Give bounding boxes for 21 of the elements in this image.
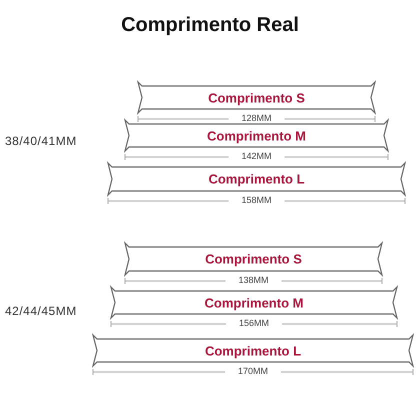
watch-band (93, 335, 413, 366)
band-size-label: Comprimento S (208, 90, 305, 105)
band-size-label: Comprimento L (204, 343, 302, 358)
watch-band (125, 120, 388, 151)
band-size-label: Comprimento L (208, 172, 305, 186)
watch-band (138, 82, 375, 113)
band-size-label: Comprimento M (207, 128, 306, 143)
dimension-label: 170MM (236, 366, 269, 376)
dimension-label: 138MM (237, 275, 270, 285)
dimension-label: 142MM (240, 151, 272, 161)
watch-band (125, 243, 382, 275)
band-size-label: Comprimento S (205, 252, 302, 266)
dimension-label: 156MM (238, 318, 270, 328)
dimension-label: 158MM (240, 195, 272, 205)
watch-band (111, 287, 397, 318)
band-size-label: Comprimento M (204, 295, 304, 310)
dimension-label: 128MM (240, 113, 272, 123)
wrist-size-label: 42/44/45MM (5, 304, 77, 318)
watch-band (108, 163, 405, 195)
wrist-size-label: 38/40/41MM (5, 134, 77, 148)
title: Comprimento Real (120, 14, 300, 37)
